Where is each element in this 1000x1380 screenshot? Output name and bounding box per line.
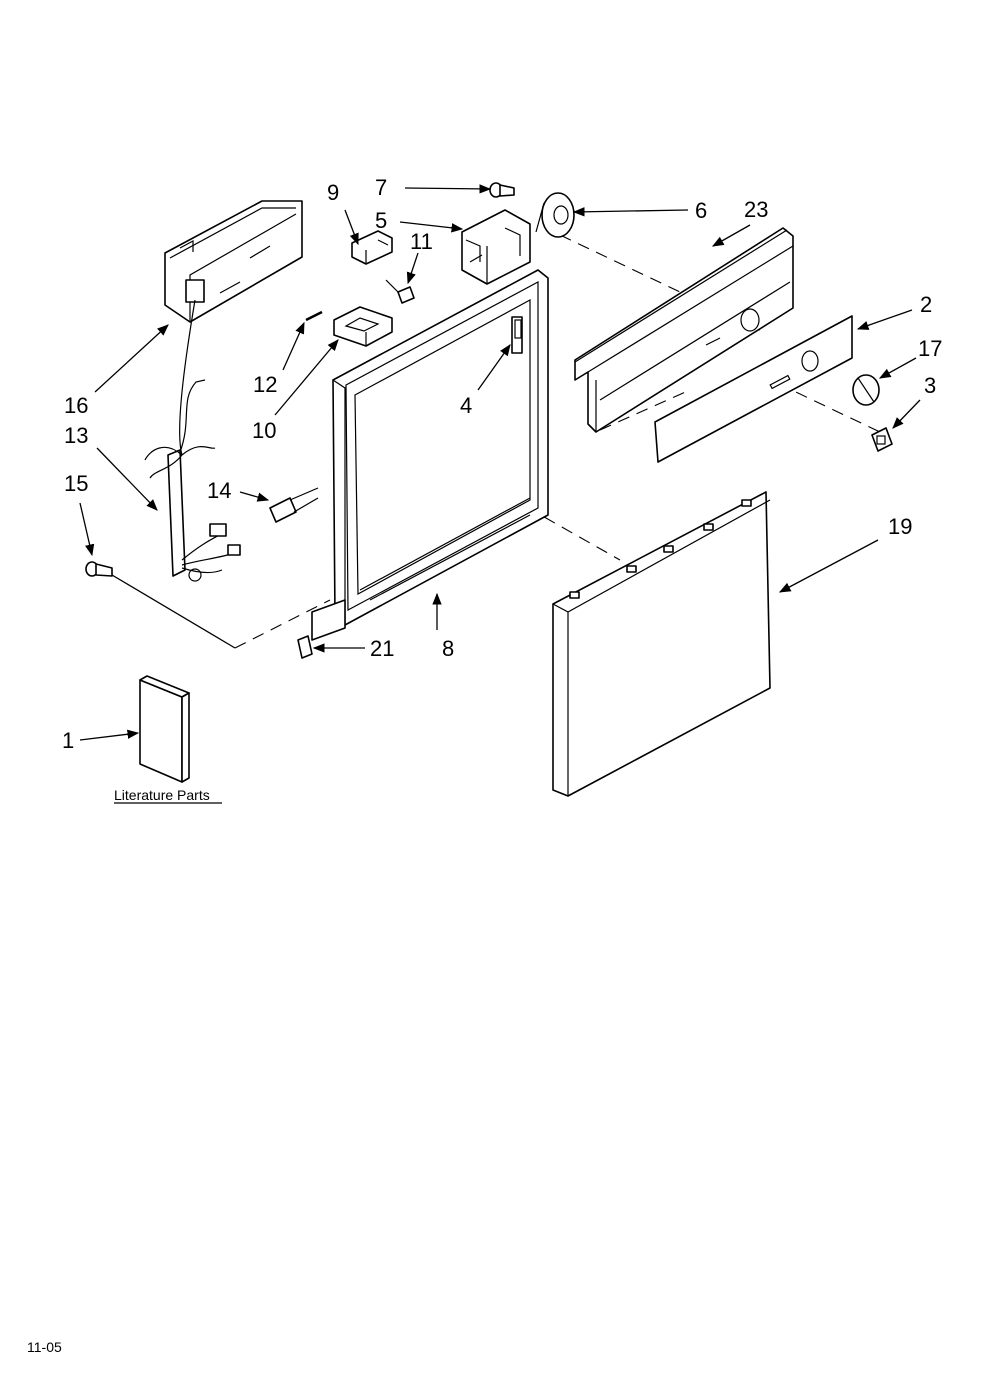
callout-10: 10: [252, 418, 276, 443]
duct-part-16: [164, 200, 303, 323]
callout-17: 17: [918, 336, 942, 361]
footer-code: 11-05: [27, 1339, 62, 1355]
literature-booklet-part-1: [139, 675, 190, 783]
callout-3: 3: [924, 373, 936, 398]
callout-12: 12: [253, 372, 277, 397]
cam-part-6: [535, 192, 575, 238]
callout-8: 8: [442, 636, 454, 661]
callout-16: 16: [64, 393, 88, 418]
callout-2: 2: [920, 292, 932, 317]
screw-part-7: [489, 182, 515, 198]
literature-parts-label: Literature Parts: [114, 787, 210, 803]
callout-23: 23: [744, 197, 768, 222]
pin-part-12: [305, 310, 323, 322]
callout-19: 19: [888, 514, 912, 539]
callout-13: 13: [64, 423, 88, 448]
clip-part-21: [297, 635, 313, 659]
callout-15: 15: [64, 471, 88, 496]
callout-14: 14: [207, 478, 231, 503]
door-panel-part-19: [552, 491, 771, 797]
callout-9: 9: [327, 180, 339, 205]
screw-part-15: [85, 561, 113, 577]
callout-6: 6: [695, 198, 707, 223]
callout-5: 5: [375, 208, 387, 233]
door-frame-part-8: [311, 269, 549, 641]
callout-4: 4: [460, 393, 472, 418]
control-panel-part-23: [574, 227, 794, 433]
switch-part-9: [351, 230, 393, 265]
wire-harness-part-13: [144, 279, 241, 582]
switch-part-11: [385, 279, 415, 304]
callout-1: 1: [62, 728, 74, 753]
latch-part-5: [461, 209, 531, 285]
connector-part-14: [269, 487, 319, 523]
callout-labels: 7 5 6 23 9 11 2 17 3 12 16 4 10 13 15 14…: [62, 175, 942, 753]
callout-21: 21: [370, 636, 394, 661]
bracket-part-10: [333, 306, 393, 347]
fascia-part-2: [654, 315, 853, 463]
callout-11: 11: [410, 229, 433, 254]
callout-7: 7: [375, 175, 387, 200]
button-part-3: [871, 427, 893, 452]
knob-part-17: [852, 374, 880, 406]
label-part-4: [514, 319, 522, 339]
leader-lines: [79, 184, 921, 741]
